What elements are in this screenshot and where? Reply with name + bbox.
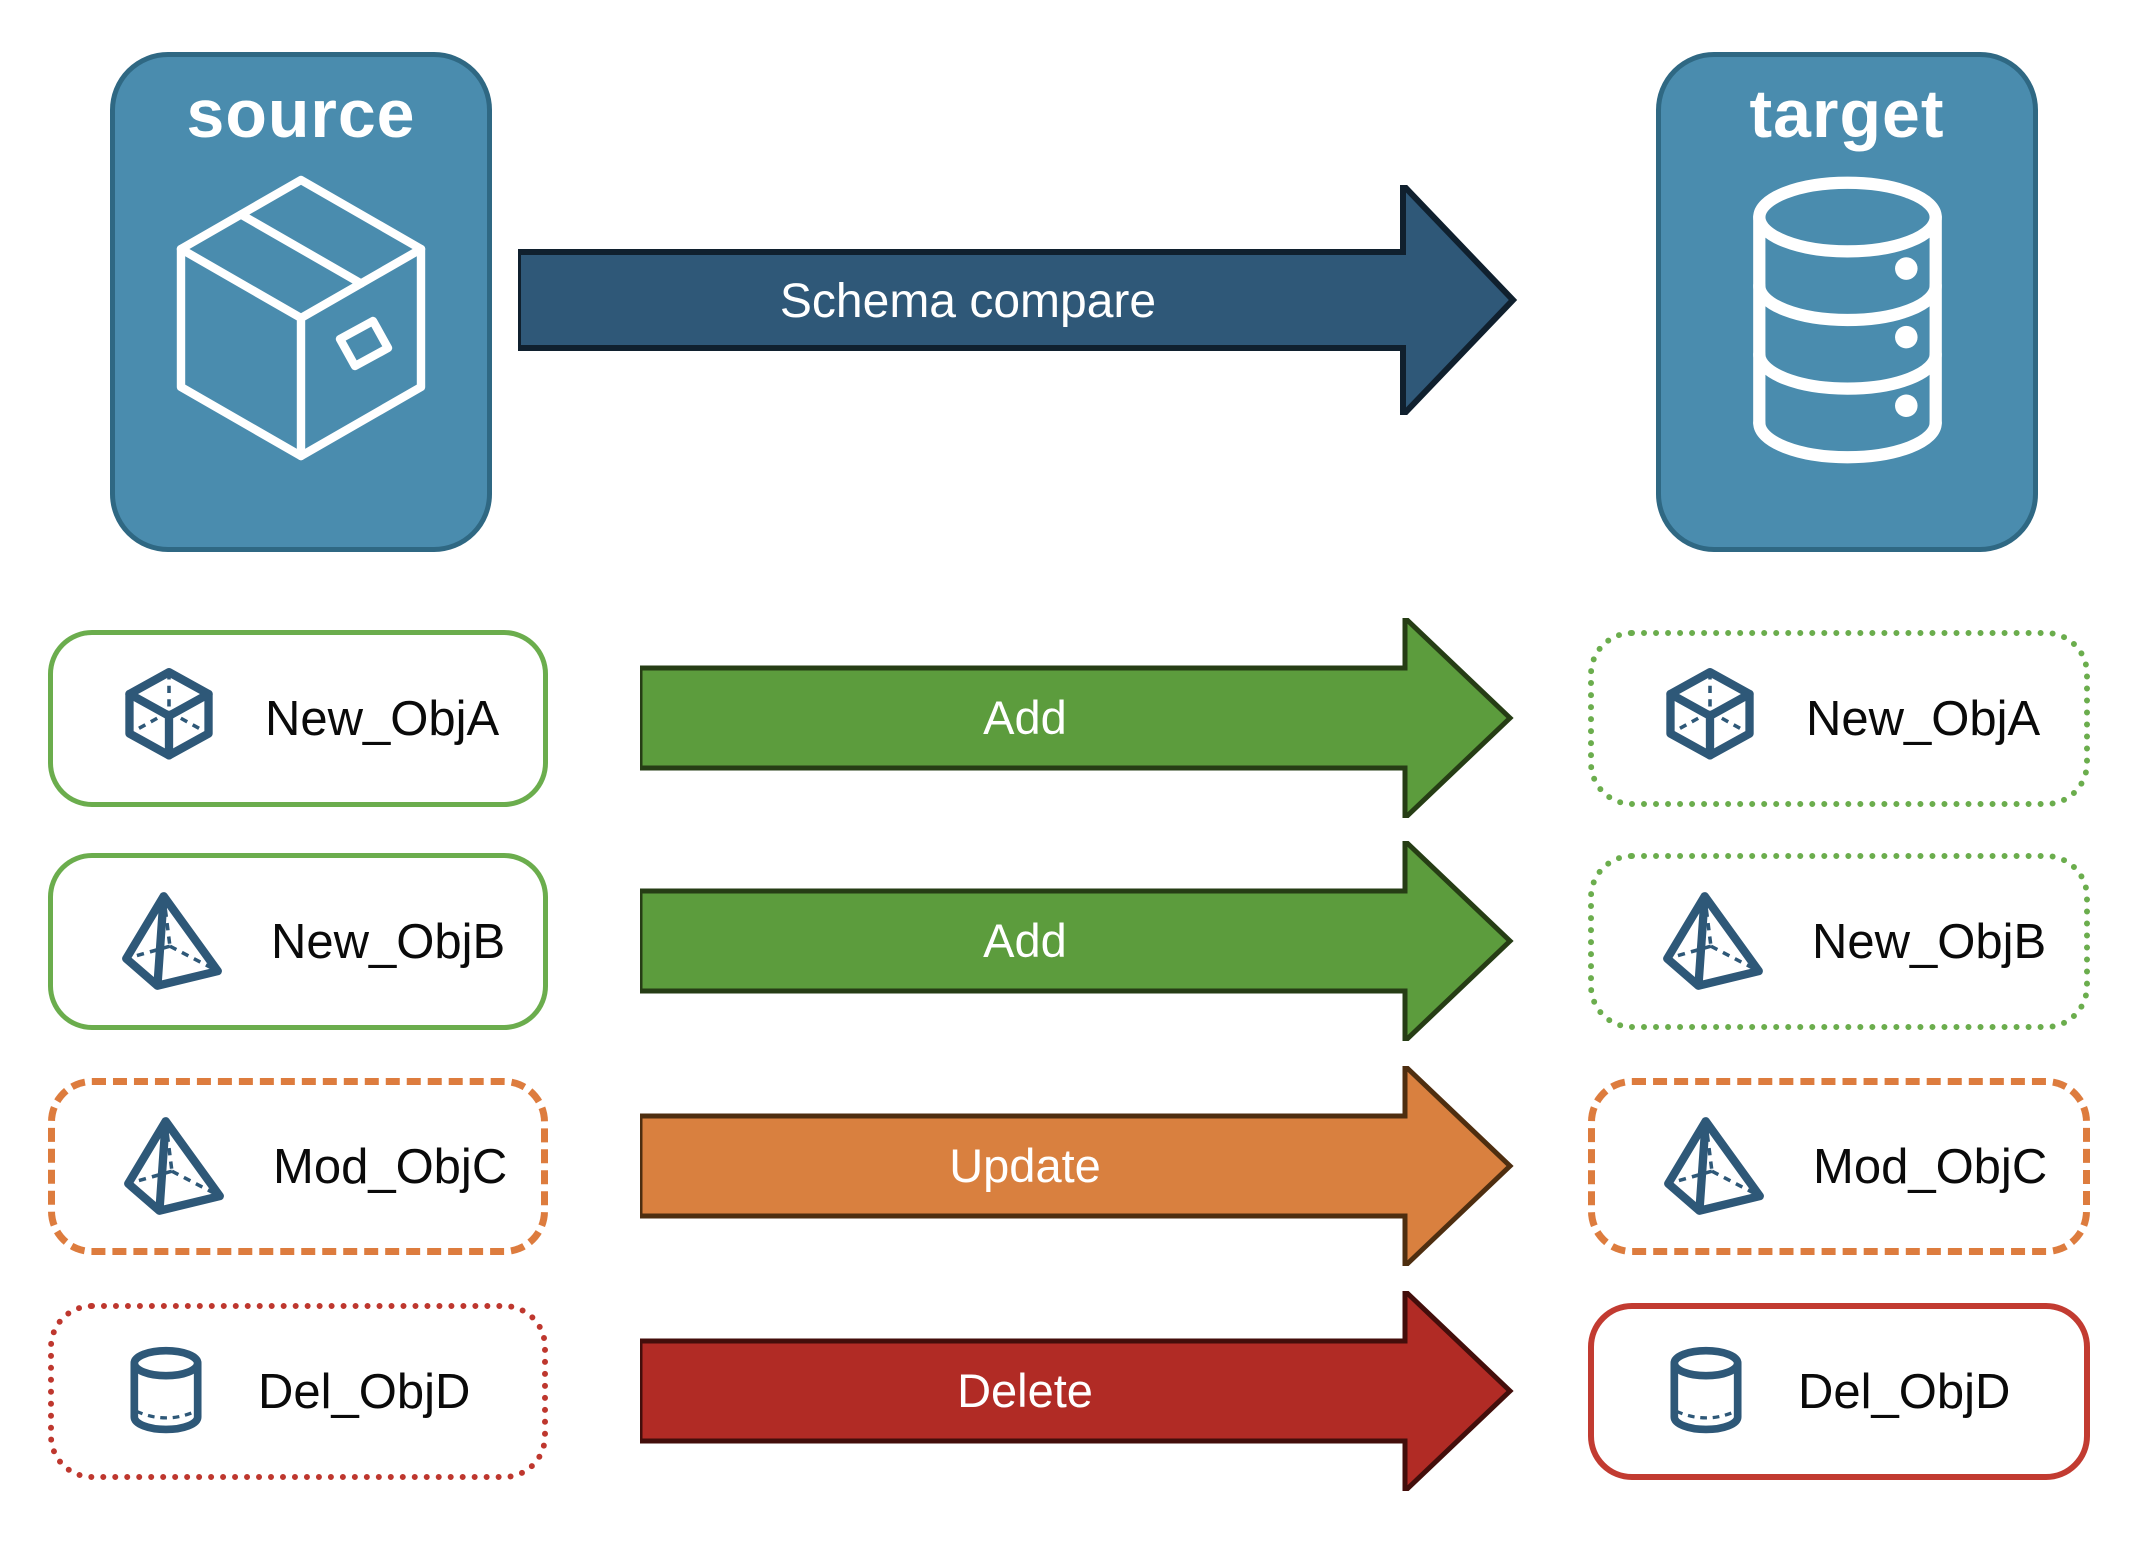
target-card-del-objd: Del_ObjD — [1588, 1303, 2090, 1480]
target-card-mod-objc: Mod_ObjC — [1588, 1078, 2090, 1255]
add-arrow-label: Add — [983, 914, 1067, 967]
source-card-del-objd: Del_ObjD — [48, 1303, 548, 1480]
source-title: source — [186, 76, 416, 152]
add-arrow-shape — [640, 618, 1514, 818]
package-icon — [151, 168, 451, 480]
update-arrow-label: Update — [949, 1139, 1101, 1192]
source-card-new-objb: New_ObjB — [48, 853, 548, 1030]
delete-arrow: Delete — [640, 1291, 1514, 1491]
add-arrow: Add — [640, 618, 1514, 818]
delete-arrow-shape — [640, 1291, 1514, 1491]
source-card-new-obja: New_ObjA — [48, 630, 548, 807]
target-card-new-obja: New_ObjA — [1588, 630, 2090, 807]
object-label: Mod_ObjC — [273, 1139, 508, 1194]
pyramid-icon — [1658, 890, 1768, 994]
update-arrow-shape — [640, 1066, 1514, 1266]
object-label: New_ObjB — [271, 914, 506, 969]
schema-compare-arrow: Schema compare — [518, 185, 1518, 415]
object-label: New_ObjA — [265, 691, 500, 746]
add-arrow-shape — [640, 841, 1514, 1041]
pyramid-icon — [117, 890, 227, 994]
pyramid-icon — [1659, 1115, 1769, 1219]
delete-arrow-label: Delete — [957, 1364, 1093, 1417]
schema-compare-label: Schema compare — [780, 275, 1156, 328]
diff-row-del-objd: Del_ObjD Delete Del_ObjD — [0, 1291, 2150, 1491]
cube-icon — [1658, 667, 1762, 771]
cylinder-icon — [1658, 1340, 1754, 1444]
target-panel: target — [1656, 52, 2038, 552]
target-title: target — [1749, 76, 1945, 152]
object-label: New_ObjB — [1812, 914, 2047, 969]
object-label: New_ObjA — [1806, 691, 2041, 746]
pyramid-icon — [119, 1115, 229, 1219]
target-card-new-objb: New_ObjB — [1588, 853, 2090, 1030]
object-label: Del_ObjD — [258, 1364, 471, 1419]
schema-compare-arrow-shape — [518, 185, 1518, 415]
update-arrow: Update — [640, 1066, 1514, 1266]
database-icon — [1725, 168, 1970, 472]
source-card-mod-objc: Mod_ObjC — [48, 1078, 548, 1255]
cylinder-icon — [118, 1340, 214, 1444]
add-arrow-label: Add — [983, 691, 1067, 744]
object-label: Del_ObjD — [1798, 1364, 2011, 1419]
diff-row-new-obja: New_ObjA Add New_ObjA — [0, 618, 2150, 818]
diff-row-mod-objc: Mod_ObjC Update Mod_ObjC — [0, 1066, 2150, 1266]
object-label: Mod_ObjC — [1813, 1139, 2048, 1194]
cube-icon — [117, 667, 221, 771]
source-panel: source — [110, 52, 492, 552]
diff-row-new-objb: New_ObjB Add New_ObjB — [0, 841, 2150, 1041]
add-arrow: Add — [640, 841, 1514, 1041]
